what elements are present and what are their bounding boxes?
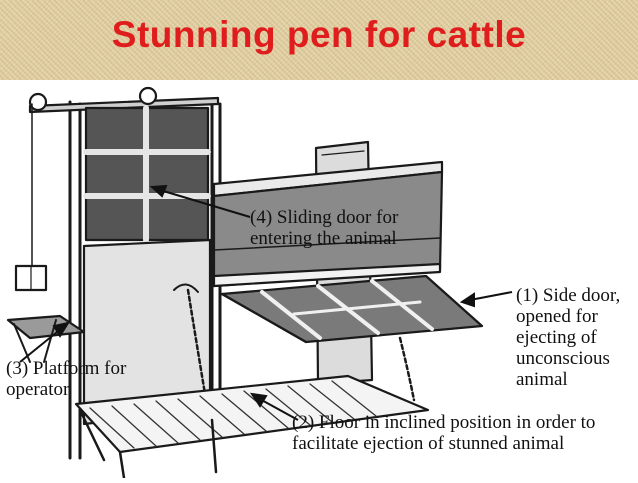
- chain-right: [398, 336, 416, 402]
- arrow-sliding-door: [159, 189, 251, 218]
- arrow-platform: [19, 327, 63, 363]
- inclined-floor: [74, 374, 430, 454]
- label-platform: (3) Platform for operator: [6, 358, 127, 400]
- title-banner: Stunning pen for cattle: [0, 0, 638, 80]
- label-sliding-door: (4) Sliding door for entering the animal: [250, 207, 399, 249]
- pulley-right: [138, 86, 158, 106]
- arrow-floor: [257, 397, 299, 421]
- pen-illustration: [6, 86, 513, 480]
- label-floor: (2) Floor in inclined position in order …: [292, 412, 596, 454]
- page-title: Stunning pen for cattle: [111, 14, 527, 55]
- operator-platform: [6, 314, 86, 340]
- pulley-left: [28, 92, 48, 112]
- arrow-side-door: [469, 291, 513, 301]
- chain-left: [186, 288, 208, 402]
- stunning-pen-diagram: [0, 80, 638, 480]
- label-side-door: (1) Side door, opened for ejecting of un…: [516, 285, 621, 390]
